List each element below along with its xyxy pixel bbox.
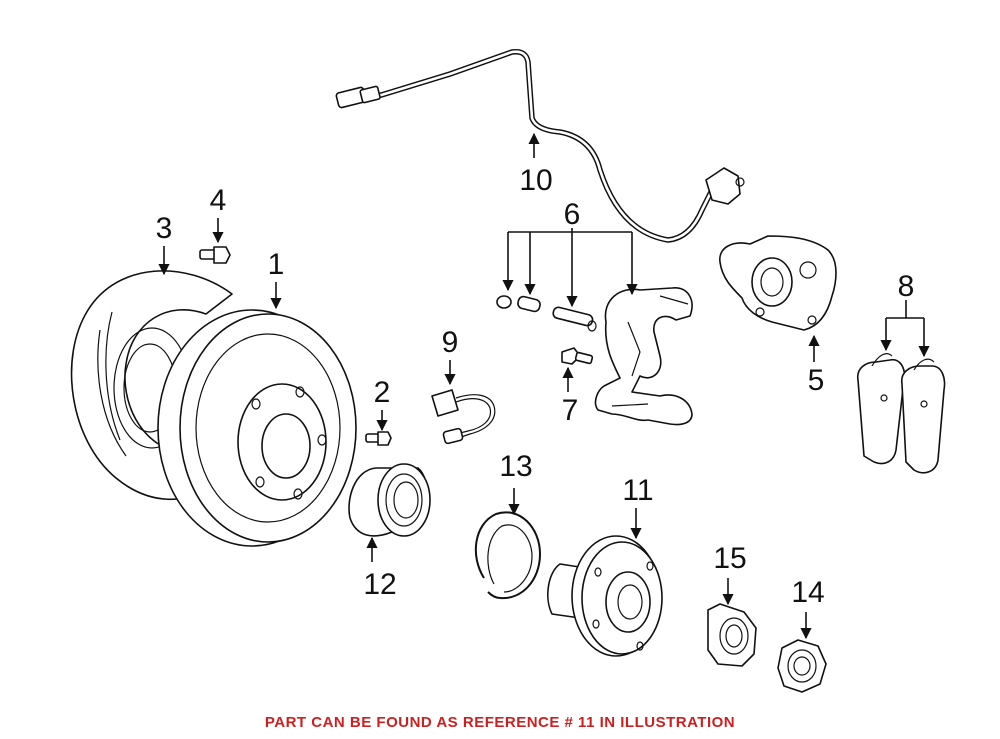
brake-rotor-part xyxy=(157,309,357,547)
callout-11: 11 xyxy=(622,474,653,507)
snap-ring-part xyxy=(474,511,542,600)
leader-lines xyxy=(158,132,930,640)
caliper-carrier-part xyxy=(594,287,693,426)
brake-pads-part xyxy=(856,353,946,474)
guide-pins-part xyxy=(496,295,597,332)
callout-9: 9 xyxy=(442,326,459,359)
callout-6: 6 xyxy=(564,198,581,231)
callout-15: 15 xyxy=(713,542,746,575)
callout-3: 3 xyxy=(156,212,173,245)
leader-8 xyxy=(880,300,930,358)
callout-10: 10 xyxy=(519,164,552,197)
callout-4: 4 xyxy=(210,184,227,217)
callout-14: 14 xyxy=(791,576,824,609)
carrier-bolt-part xyxy=(561,347,594,365)
hub-nut-part xyxy=(777,639,827,693)
callout-12: 12 xyxy=(363,568,396,601)
wheel-hub-part xyxy=(547,535,663,657)
callout-labels: 1 2 3 4 5 6 7 8 9 10 11 12 13 14 15 xyxy=(156,164,915,609)
shield-bolt-part xyxy=(199,246,231,264)
wheel-bearing-part xyxy=(348,463,431,537)
callout-13: 13 xyxy=(499,450,532,483)
pad-wear-sensor-part xyxy=(431,389,496,445)
callout-1: 1 xyxy=(268,248,285,281)
callout-5: 5 xyxy=(808,364,825,397)
callout-2: 2 xyxy=(374,376,391,409)
reference-caption: PART CAN BE FOUND AS REFERENCE # 11 IN I… xyxy=(264,714,736,731)
wheel-speed-sensor-part xyxy=(335,48,745,243)
rotor-bolt-part xyxy=(365,431,392,446)
brake-caliper-part xyxy=(719,235,837,331)
callout-8: 8 xyxy=(898,270,915,303)
axle-nut-part xyxy=(707,603,757,667)
leader-6 xyxy=(502,228,638,308)
callout-7: 7 xyxy=(562,394,579,427)
